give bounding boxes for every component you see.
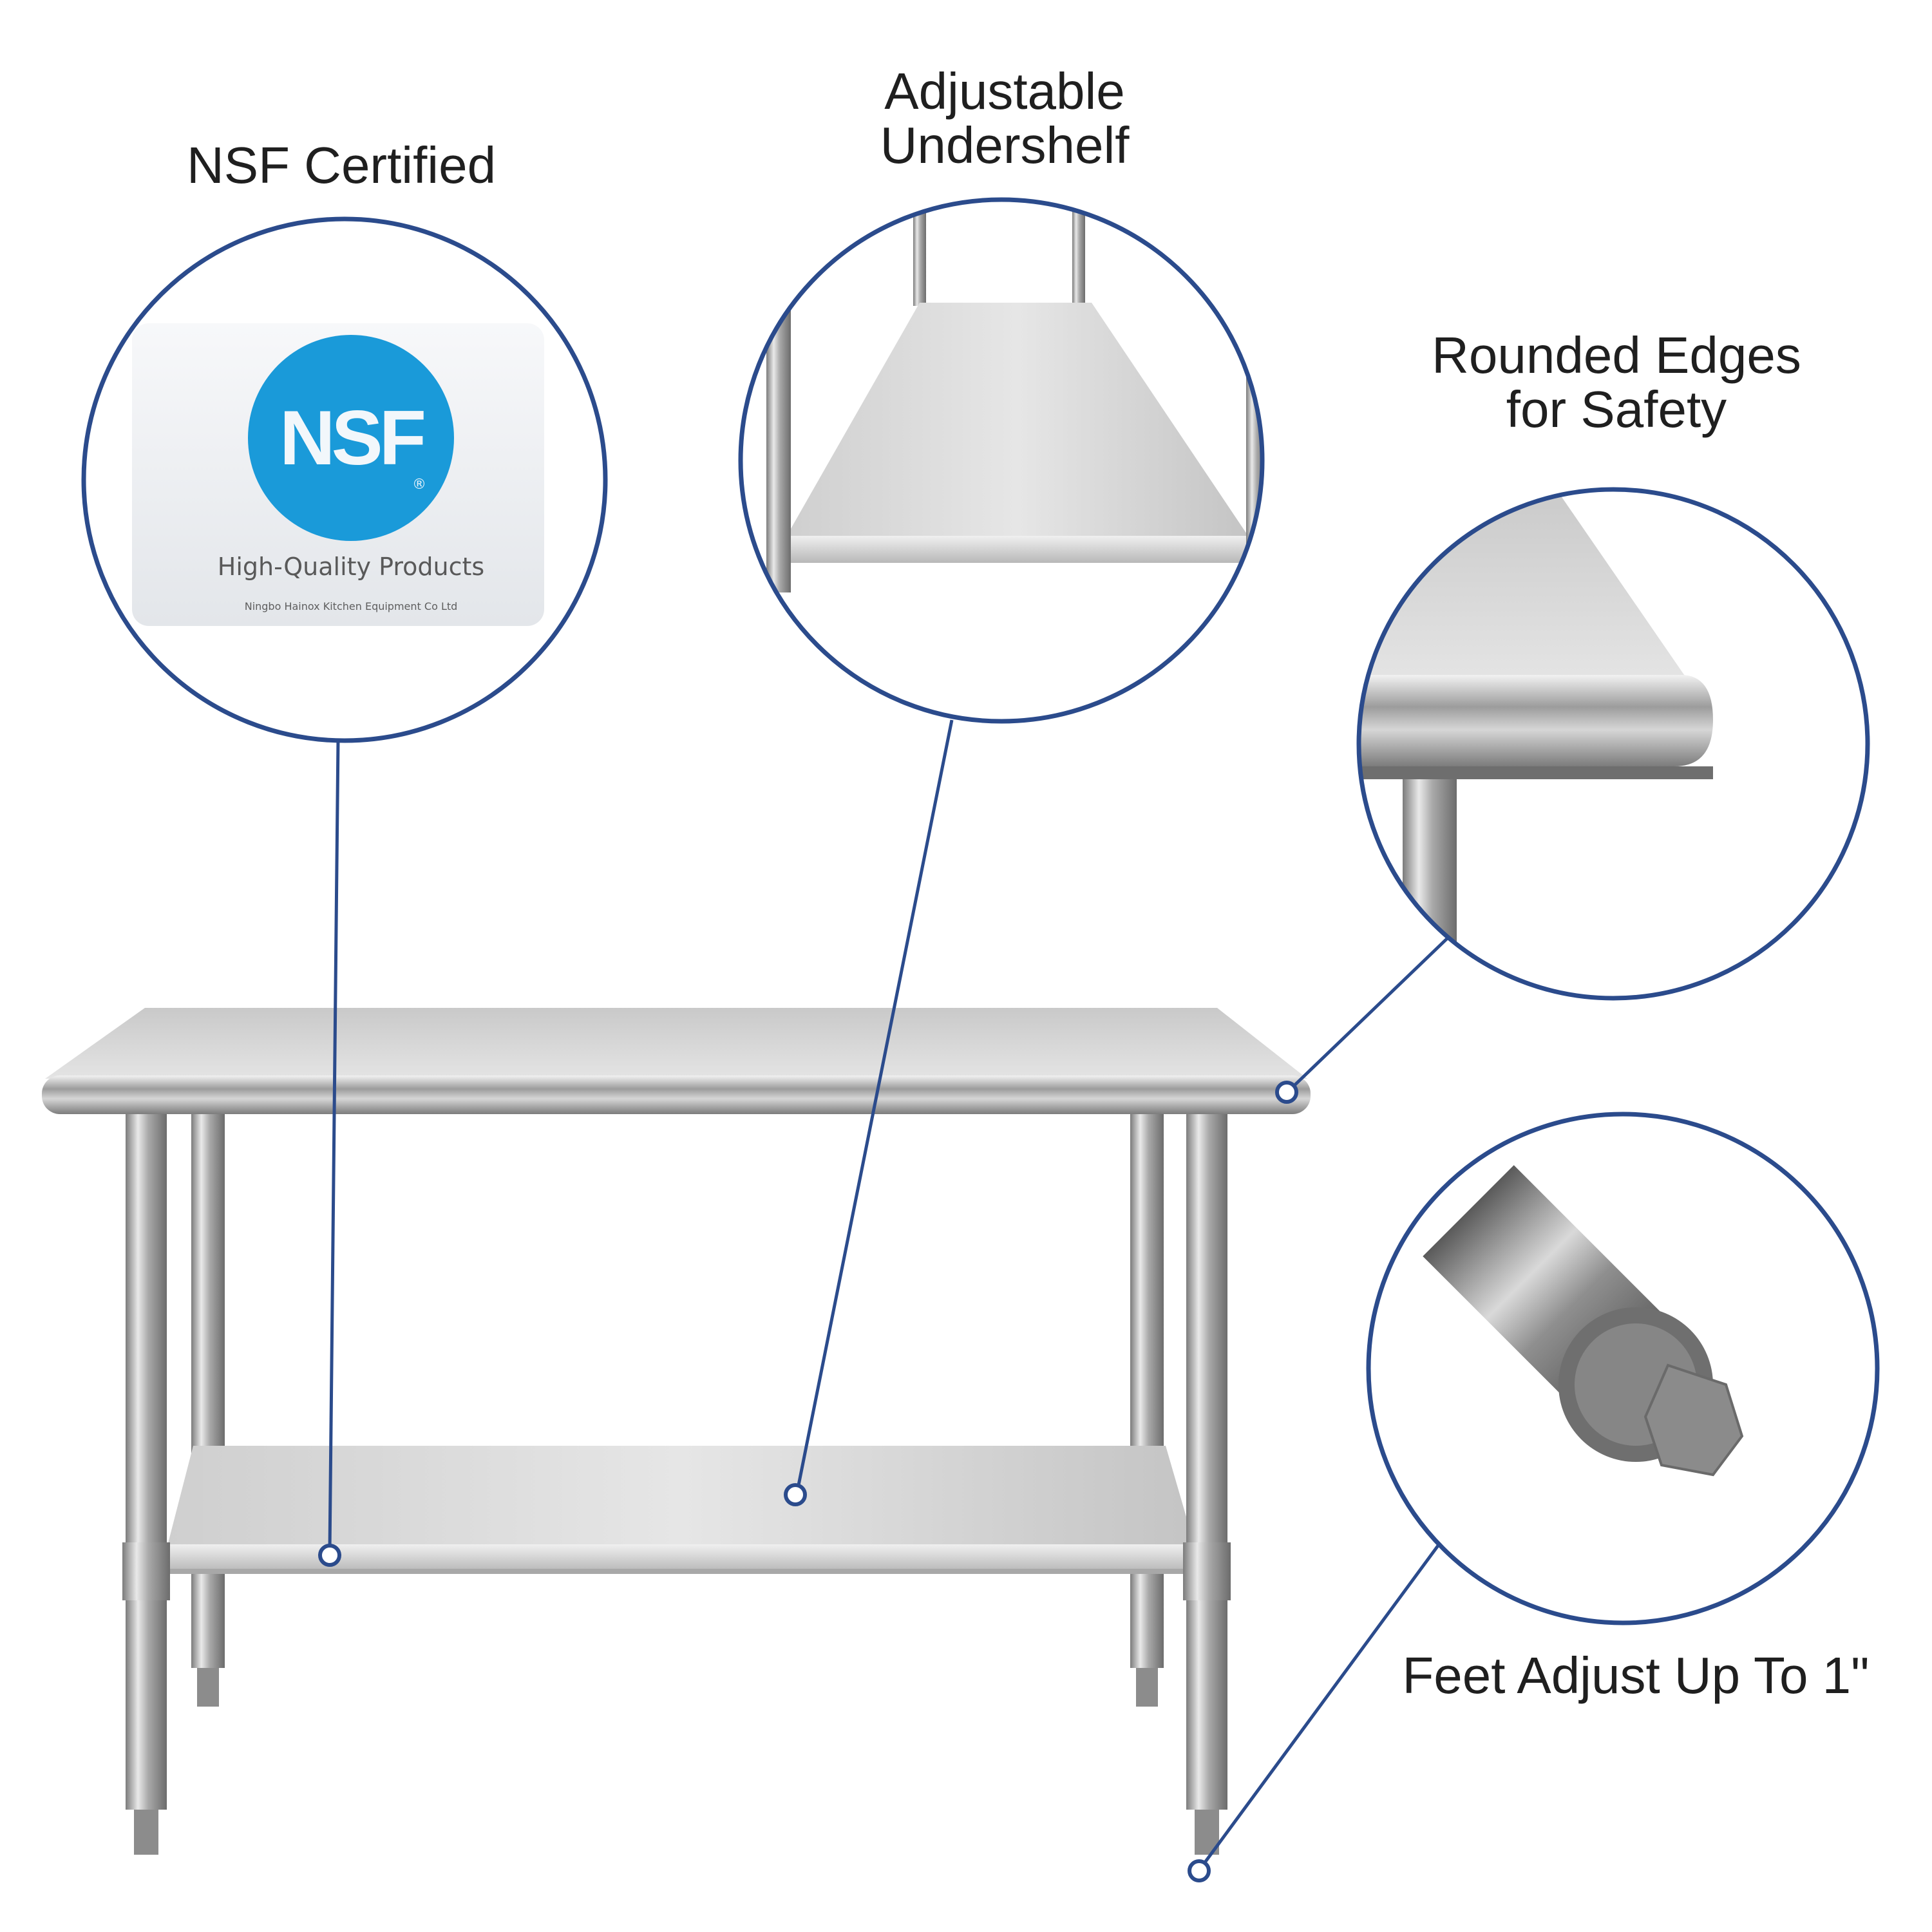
leader-dot-icon <box>318 1544 341 1567</box>
feet-callout-ring <box>1366 1112 1880 1625</box>
back-left-foot <box>197 1668 219 1707</box>
rounded-edges-label-line2: for Safety <box>1506 381 1727 438</box>
edges-callout-ring <box>1356 487 1870 1001</box>
nsf-registered-mark: ® <box>412 477 426 493</box>
zoom-shelf-surface <box>786 303 1249 538</box>
leader-dot-icon <box>1188 1859 1211 1882</box>
adjustable-undershelf-label-line1: Adjustable <box>884 62 1125 120</box>
undershelf-surface <box>167 1446 1195 1546</box>
leader-dot-icon <box>784 1483 807 1506</box>
back-right-leg <box>1130 1108 1164 1668</box>
front-left-foot <box>134 1810 158 1855</box>
feet-leader-line <box>1199 1544 1440 1869</box>
zoom-hex-bolt <box>1643 1363 1744 1477</box>
zoom-table-leg <box>1403 779 1457 998</box>
nsf-leader-line <box>328 739 340 1553</box>
front-right-leg <box>1186 1114 1227 1810</box>
back-right-foot <box>1136 1668 1158 1707</box>
edges-callout <box>1356 487 1870 1001</box>
leader-dots <box>318 1081 1298 1882</box>
leader-dot-icon <box>1275 1081 1298 1104</box>
edges-leader-line <box>1289 928 1458 1091</box>
rounded-edges-label: Rounded Edges for Safety <box>1385 328 1848 437</box>
zoom-shelf-back-post-left <box>913 200 926 306</box>
undershelf-leader-line <box>795 719 954 1492</box>
zoom-rounded-edge <box>1359 675 1713 766</box>
nsf-tagline: High-Quality Products <box>217 553 485 581</box>
feet-adjust-label: Feet Adjust Up To 1" <box>1402 1647 1870 1704</box>
nsf-callout-ring <box>81 216 608 743</box>
adjustable-undershelf-label-line2: Undershelf <box>880 117 1130 174</box>
front-right-leg-bracket <box>1183 1542 1231 1600</box>
leader-lines <box>328 719 1458 1869</box>
nsf-manufacturer: Ningbo Hainox Kitchen Equipment Co Ltd <box>244 600 458 612</box>
front-left-leg <box>126 1114 167 1810</box>
undershelf-callout <box>738 197 1265 724</box>
work-table <box>42 1008 1311 1855</box>
zoom-shelf-front-post-left <box>766 200 791 592</box>
nsf-certified-label: NSF Certified <box>186 137 497 194</box>
zoom-shelf-front-lip <box>779 536 1253 563</box>
back-left-leg <box>191 1108 225 1668</box>
feet-callout <box>1366 1112 1880 1625</box>
zoom-shelf-front-post-right <box>1246 200 1262 592</box>
table-top-surface <box>45 1008 1307 1079</box>
undershelf-callout-ring <box>738 197 1265 724</box>
adjustable-undershelf-label: Adjustable Undershelf <box>837 64 1172 173</box>
table-top-rounded-edge <box>42 1075 1311 1114</box>
nsf-logo-text: NSF <box>279 395 426 481</box>
front-left-leg-bracket <box>122 1542 170 1600</box>
nsf-logo-icon <box>248 335 454 541</box>
zoom-shelf-back-post-right <box>1072 200 1085 306</box>
nsf-callout <box>81 216 608 743</box>
rounded-edges-label-line1: Rounded Edges <box>1432 327 1801 384</box>
